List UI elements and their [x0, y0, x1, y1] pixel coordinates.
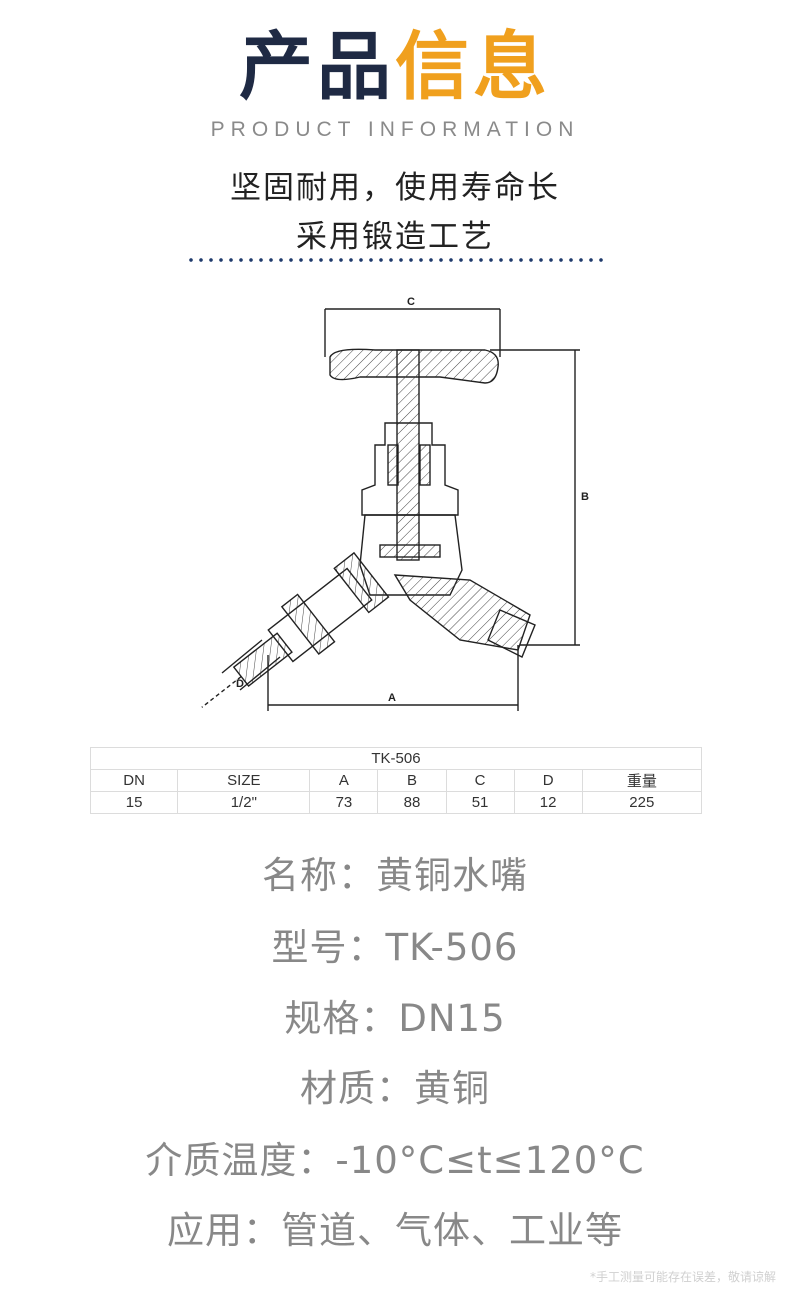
valve-inlet: [201, 551, 390, 708]
label-a: A: [388, 692, 396, 704]
page-title: 产品信息: [0, 22, 790, 112]
table-cell: 15: [89, 791, 179, 814]
table-header-cell: DN: [89, 769, 179, 792]
valve-outlet: [393, 574, 531, 651]
valve-drawing: C B A D: [201, 296, 589, 711]
title-dark: 产品: [239, 24, 395, 110]
table-cell: 73: [309, 791, 379, 814]
valve-stem: [396, 349, 420, 561]
title-accent: 信息: [395, 24, 551, 110]
table-cell: 88: [377, 791, 447, 814]
valve-bonnet: [361, 422, 459, 516]
info-material: 材质：黄铜: [300, 1067, 490, 1110]
table-header-cell: SIZE: [177, 769, 311, 792]
measurement-footnote: *手工测量可能存在误差，敬请谅解: [589, 1270, 776, 1284]
label-c: C: [407, 296, 415, 308]
table-model-cell: TK-506: [90, 747, 702, 770]
table-cell: 51: [445, 791, 515, 814]
table-row: 15 1/2" 73 88 51 12 225: [89, 791, 703, 814]
dimension-d-line: [221, 639, 263, 674]
info-temperature: 介质温度：-10°C≤t≤120°C: [145, 1139, 645, 1182]
label-b: B: [581, 491, 589, 503]
info-usage: 应用：管道、气体、工业等: [167, 1209, 623, 1252]
subtitle-english: PRODUCT INFORMATION: [210, 118, 580, 141]
table-cell: 12: [513, 791, 583, 814]
spec-table: TK-506 DN SIZE A B C D 重量 15 1/2" 73 88 …: [89, 747, 703, 814]
slogan-line-1: 坚固耐用，使用寿命长: [230, 170, 560, 206]
table-header-cell: C: [445, 769, 515, 792]
table-header-cell: A: [309, 769, 379, 792]
table-header-cell: 重量: [581, 769, 703, 792]
info-model: 型号：TK-506: [271, 926, 519, 969]
info-name: 名称：黄铜水嘴: [262, 854, 528, 897]
label-d: D: [236, 678, 244, 690]
table-header-cell: B: [377, 769, 447, 792]
table-title-row: TK-506: [90, 747, 702, 770]
dotted-divider: [186, 257, 606, 263]
info-spec: 规格：DN15: [284, 997, 506, 1040]
table-cell: 1/2": [177, 791, 311, 814]
slogan-line-2: 采用锻造工艺: [296, 219, 494, 255]
table-cell: 225: [581, 791, 703, 814]
table-header-row: DN SIZE A B C D 重量: [89, 769, 703, 792]
table-header-cell: D: [513, 769, 583, 792]
